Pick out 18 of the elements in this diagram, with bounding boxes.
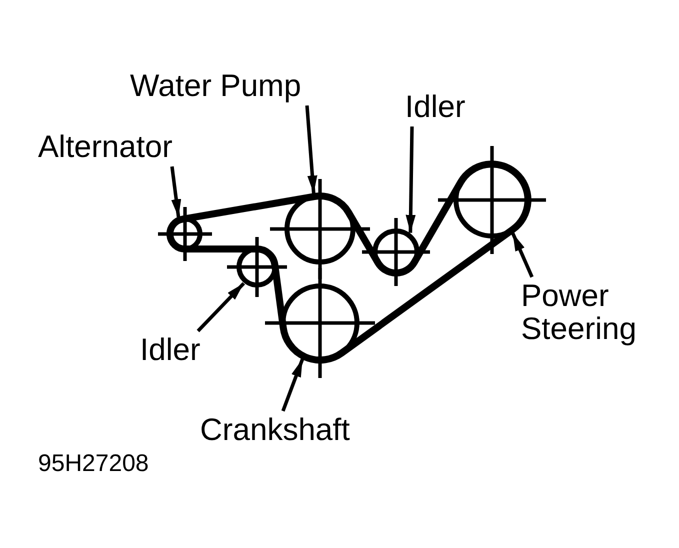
pulley <box>436 144 548 256</box>
leader-arrow <box>406 126 416 233</box>
part-label: Alternator <box>38 131 172 164</box>
leader-arrow <box>170 166 182 218</box>
leader-arrow <box>511 232 534 278</box>
part-label: Crankshaft <box>200 414 350 447</box>
leader-arrow <box>196 282 246 332</box>
figure-code: 95H27208 <box>38 452 149 476</box>
pulley <box>263 266 377 380</box>
part-label: Power Steering <box>521 280 638 346</box>
leader-arrow <box>305 105 318 194</box>
part-label: Water Pump <box>130 70 302 103</box>
pulley <box>225 235 289 299</box>
pulley <box>360 216 432 288</box>
leader-arrow <box>281 358 304 412</box>
part-label: Idler <box>405 91 466 124</box>
pulley <box>156 205 214 263</box>
part-label: Idler <box>140 334 200 367</box>
